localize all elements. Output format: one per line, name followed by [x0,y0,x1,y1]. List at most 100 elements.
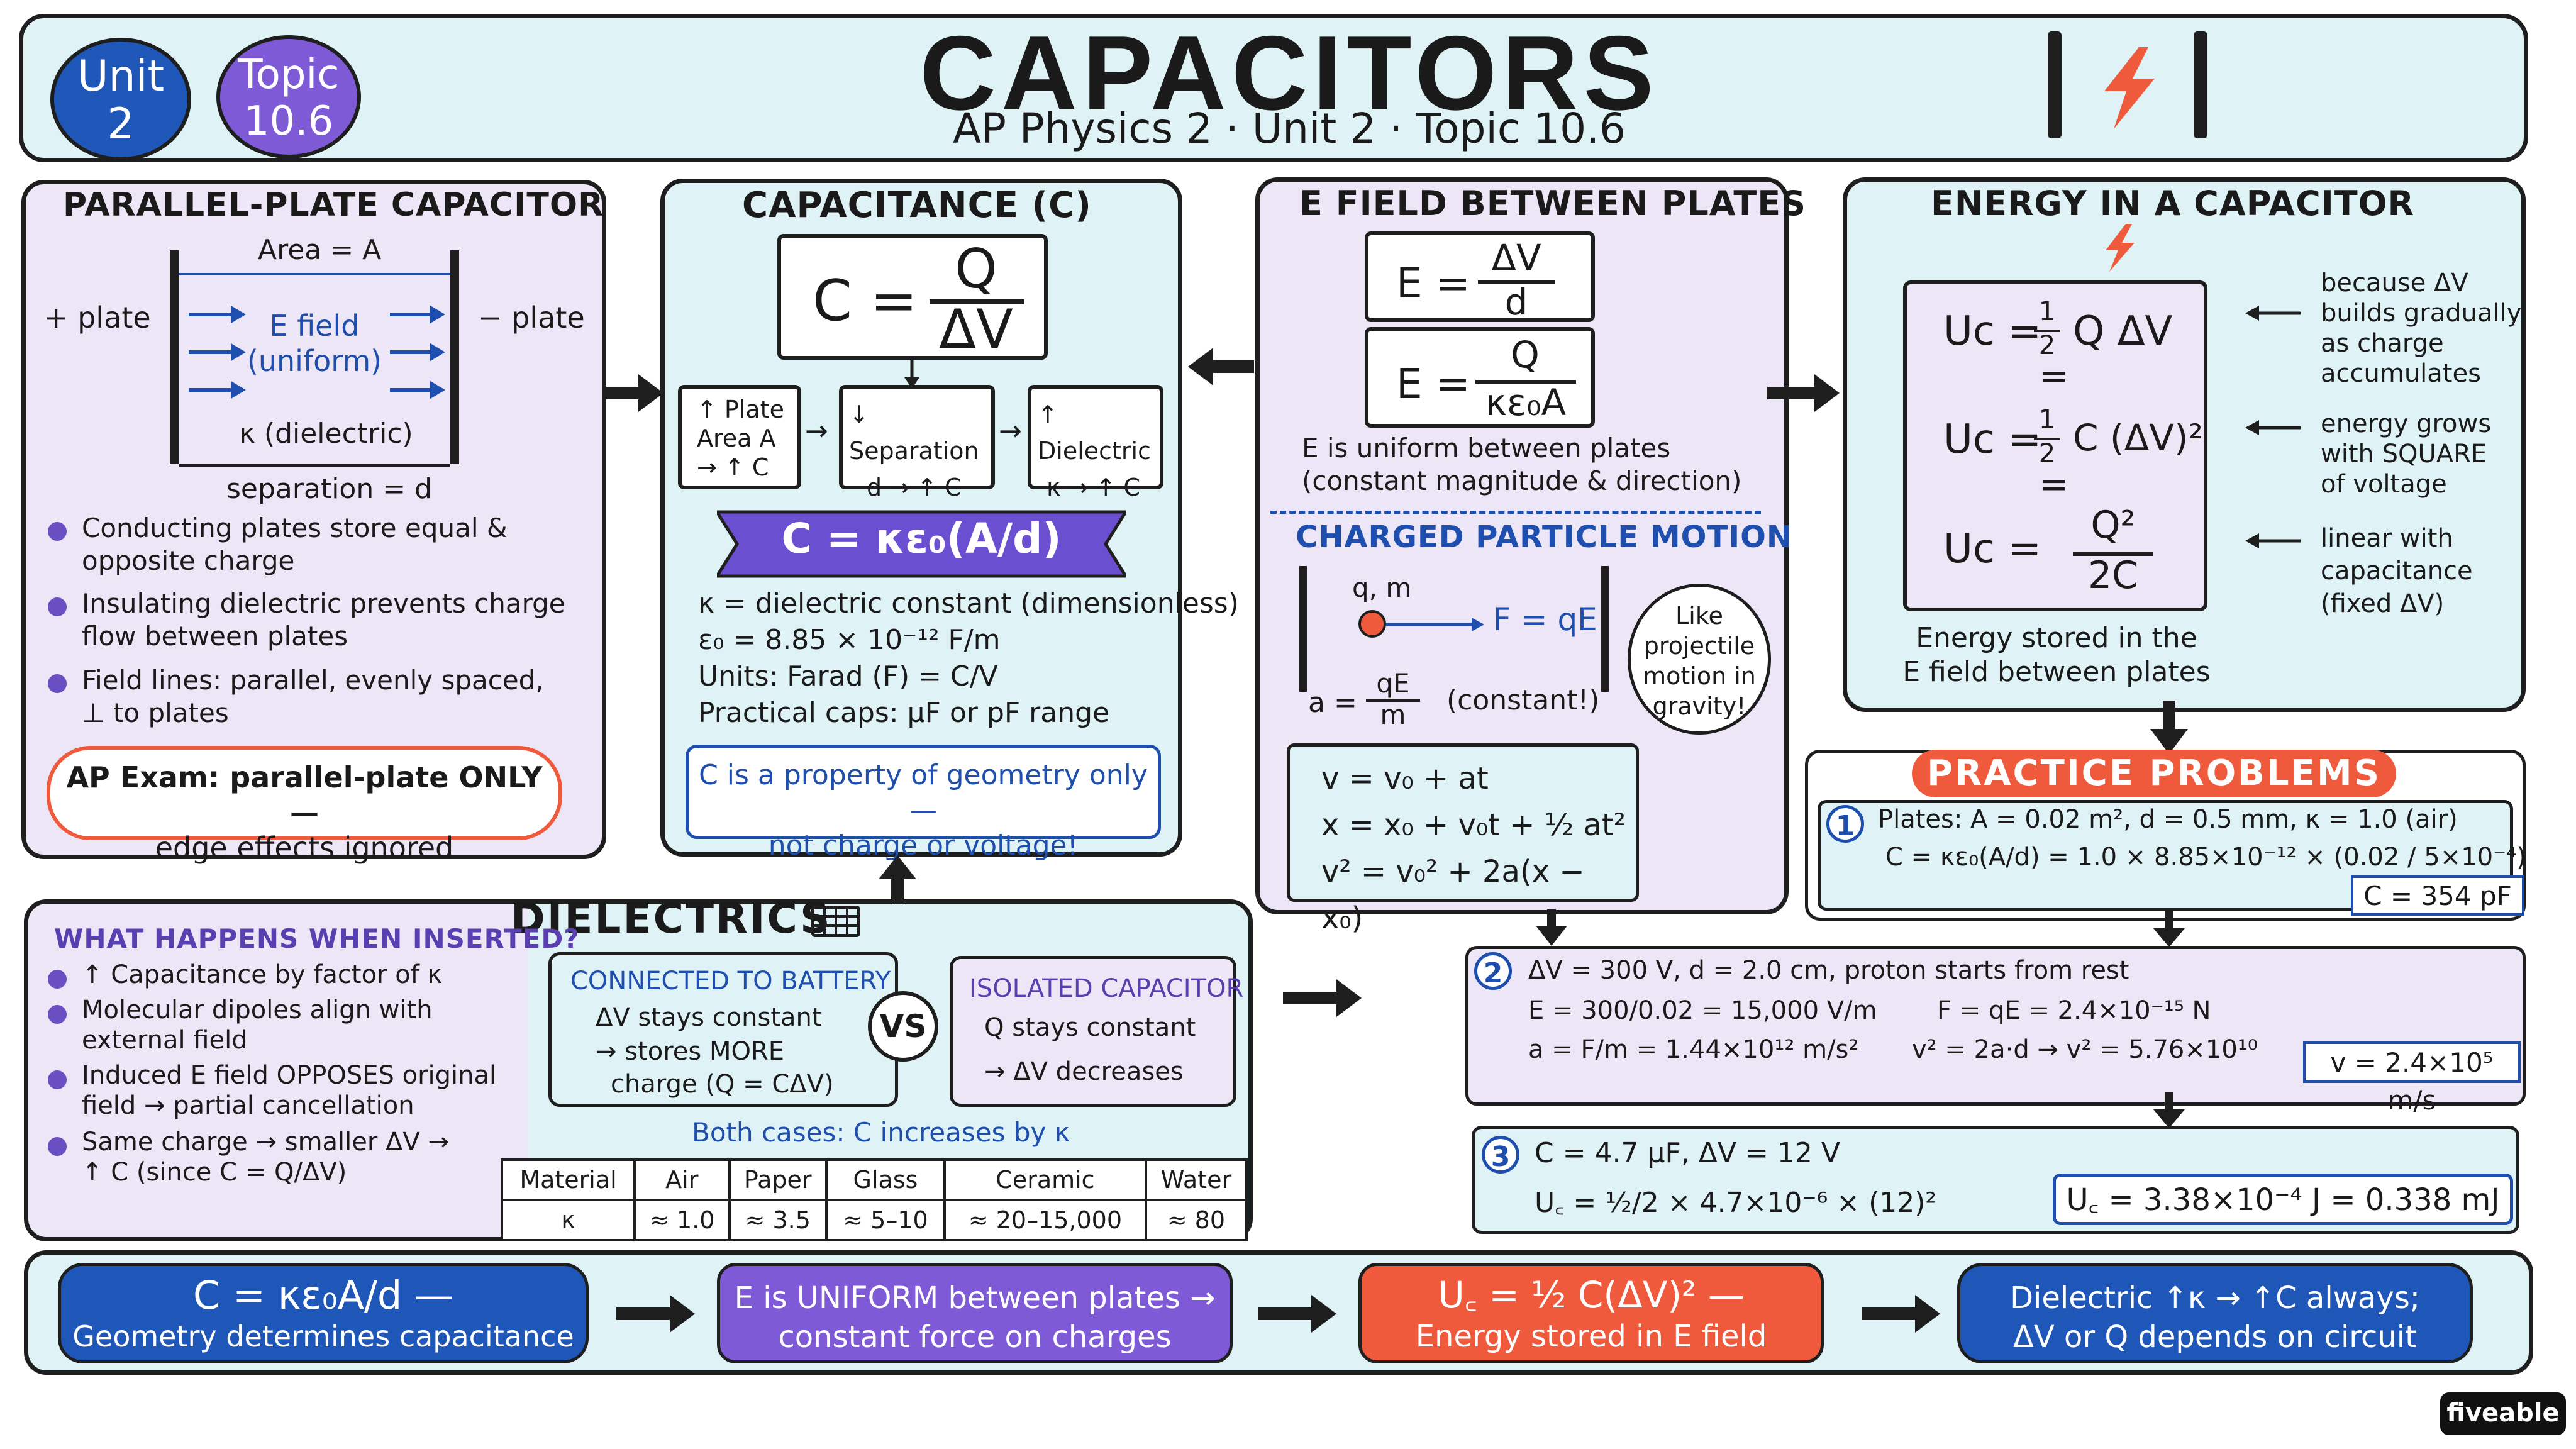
particle-dot [1358,610,1386,638]
motion-plate-left [1299,566,1307,692]
isolated-title: ISOLATED CAPACITOR [969,974,1244,1003]
diel-bullet-4-line2: ↑ C (since C = Q/ΔV) [82,1158,347,1187]
capacitor-icon [2048,31,2211,138]
vs-badge: VS [868,991,938,1062]
dielectric-table: Material Air Paper Glass Ceramic Water κ… [500,1158,1248,1241]
summary-4-line2: ΔV or Q depends on circuit [2013,1319,2417,1355]
bullet-dot [48,597,67,616]
efield-label: E field (uniform) [233,308,396,379]
half-den: 2 [2038,330,2056,360]
table-cell: Ceramic [943,1158,1147,1201]
pp-bullet-2-line2: flow between plates [82,621,348,652]
accel-den: m [1380,699,1406,730]
factor-sep-line2: d → ↑ C [867,474,962,501]
table-cell: Water [1144,1158,1248,1201]
bullet-dot [48,674,67,693]
summary-2-line1: E is UNIFORM between plates → [734,1280,1216,1316]
energy-formula-box [1903,280,2207,611]
diel-bullet-2-line1: Molecular dipoles align with [82,996,433,1024]
bubble-line1: Like [1675,602,1723,630]
unit-badge-number: 2 [107,99,135,149]
problem-1-line1: Plates: A = 0.02 m², d = 0.5 mm, κ = 1.0… [1878,805,2458,834]
equals-1: = [2039,356,2068,397]
problem-2-line2b: F = qE = 2.4×10⁻¹⁵ N [1937,996,2211,1025]
table-row: κ ≈ 1.0 ≈ 3.5 ≈ 5–10 ≈ 20–15,000 ≈ 80 [500,1199,1248,1241]
table-cell: ≈ 5–10 [824,1199,947,1241]
arrow-down-icon [904,358,919,389]
energy-note-3: linear with capacitance (fixed ΔV) [2321,522,2473,620]
problem-2-line3b: v² = 2a·d → v² = 5.76×10¹⁰ [1912,1035,2258,1064]
diel-bullet-4-line1: Same charge → smaller ΔV → [82,1128,450,1157]
energy-note-2: energy grows with SQUARE of voltage [2321,409,2491,499]
arrow-glyph: → [999,415,1022,447]
u1-rhs: Q ΔV [2073,308,2173,355]
factor-area-line3: → ↑ C [697,453,769,481]
motion-plate-right [1601,566,1609,692]
diel-bullet-3-line1: Induced E field OPPOSES original [82,1061,497,1090]
area-bracket [179,273,450,275]
bullet-dot [48,1005,67,1024]
arrow-glyph: → [805,415,828,447]
dielectrics-left-bg [28,904,528,1237]
bullet-dot [48,1137,67,1156]
ap-exam-note-line2: edge effects ignored [155,831,454,865]
cap-line-1: κ = dielectric constant (dimensionless) [698,587,1239,619]
field-arrows [189,305,445,399]
capacitance-formula-den: ΔV [939,298,1013,361]
arrow-down-icon [1536,909,1567,946]
cap-line-4: Practical caps: μF or pF range [698,697,1110,729]
summary-1-line1: C = κε₀A/d — [193,1272,453,1318]
force-arrow-icon [1386,618,1484,631]
table-cell: ≈ 1.0 [633,1199,731,1241]
note3-line2: capacitance [2321,557,2473,586]
dielectrics-title: DIELECTRICS [511,894,832,943]
formula-banner [717,510,1126,578]
table-cell: Paper [728,1158,828,1201]
arrow-left-icon [2245,420,2301,435]
separation-label: separation = d [226,473,432,505]
fraction-bar [2073,552,2153,556]
plus-plate-label: + plate [44,301,151,335]
efield-desc-1: E is uniform between plates [1302,433,1671,464]
kinematics-line3: v² = v₀² + 2a(x − x₀) [1321,854,1585,936]
u2-lhs: Uc = [1943,416,2041,463]
factor-area-line2: Area A [697,425,776,452]
diel-bullet-1-line1: ↑ Capacitance by factor of κ [82,960,443,989]
u3-den: 2C [2087,553,2139,597]
factor-plate-area: ↑ Plate Area A → ↑ C [678,385,801,489]
accel-lhs: a = [1308,687,1357,719]
note1-line3: as charge [2321,329,2444,358]
equals-2: = [2039,464,2068,505]
summary-3-line1: U꜀ = ½ C(ΔV)² — [1438,1274,1745,1316]
problem-3-answer: U꜀ = 3.38×10⁻⁴ J = 0.338 mJ [2053,1174,2513,1225]
problem-3-number: 3 [1482,1136,1519,1174]
topic-badge-number: 10.6 [243,98,334,145]
table-cell: ≈ 3.5 [728,1199,828,1241]
problem-2-line1: ΔV = 300 V, d = 2.0 cm, proton starts fr… [1528,956,2129,985]
pp-bullet-3-line2: ⊥ to plates [82,697,229,728]
summary-card-1: C = κε₀A/d — Geometry determines capacit… [58,1263,589,1363]
diel-bullet-1: ↑ Capacitance by factor of κ [48,960,526,990]
problem-2-number: 2 [1474,952,1512,990]
problem-3-line2: U꜀ = ½/2 × 4.7×10⁻⁶ × (12)² [1535,1187,1937,1219]
bubble-line2: projectile [1643,632,1755,660]
note1-line1: because ΔV [2321,269,2468,297]
factor-area-line1: ↑ Plate [697,396,784,423]
efield-desc-2: (constant magnitude & direction) [1302,465,1742,496]
arrow-right-icon [1258,1295,1336,1333]
unit-badge: Unit 2 [50,38,191,161]
note1-line4: accumulates [2321,359,2481,388]
half-num: 1 [2038,296,2056,326]
u3-num: Q² [2090,503,2136,547]
dashed-divider [1270,511,1761,514]
fraction-bar [1366,699,1420,702]
problem-2-line2a: E = 300/0.02 = 15,000 V/m [1528,996,1877,1025]
capacitance-formula-lhs: C = [813,268,918,334]
table-header-row: Material Air Paper Glass Ceramic Water [500,1158,1248,1201]
arrow-up-icon [879,855,916,904]
energy-title: ENERGY IN A CAPACITOR [1931,184,2415,223]
factor-sep-line1: ↓ Separation [849,401,979,465]
